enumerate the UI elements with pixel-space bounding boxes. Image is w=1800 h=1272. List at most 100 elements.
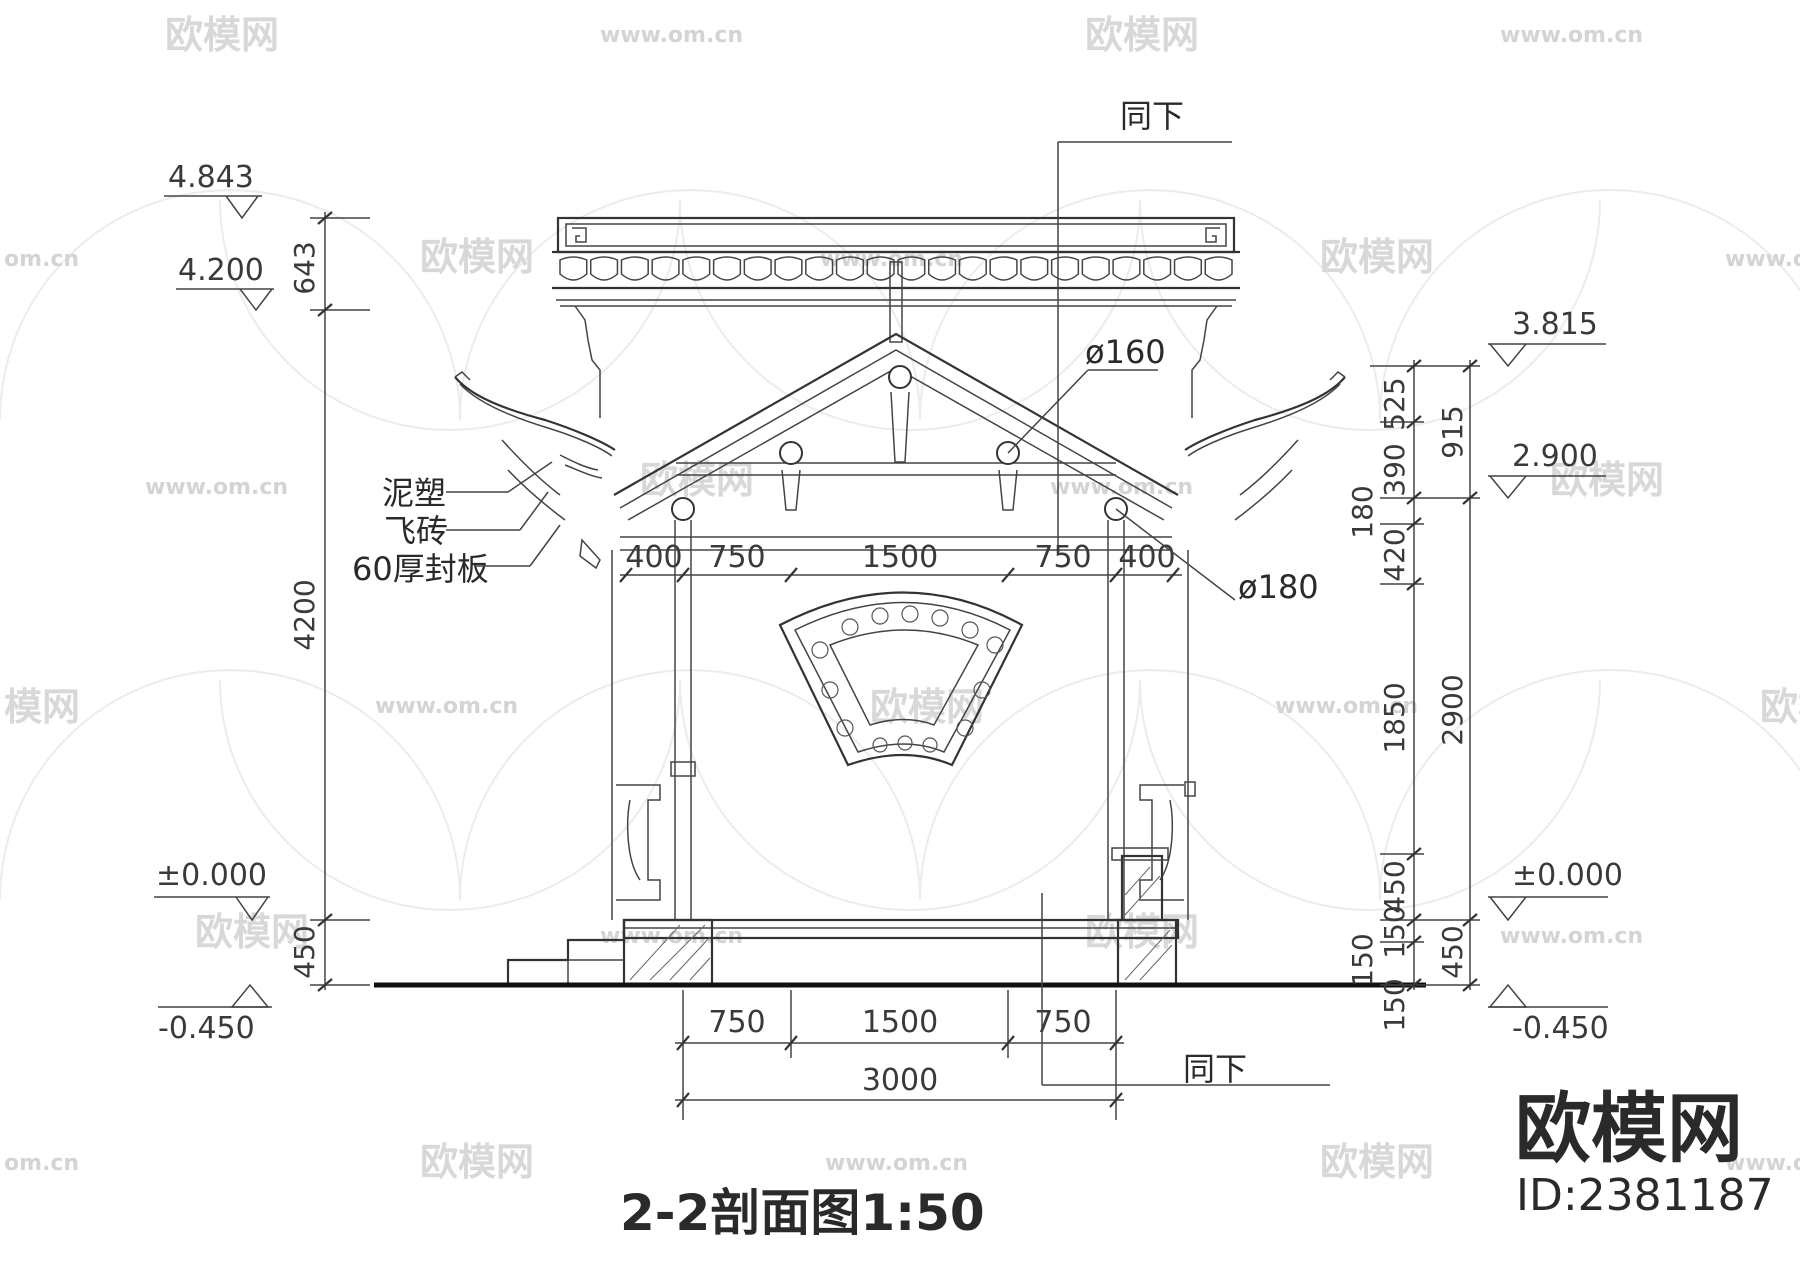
roof-tile xyxy=(620,256,649,281)
flying-eave-left-mid xyxy=(459,383,613,457)
dim-right-150-a: 150 xyxy=(1378,905,1411,958)
level-left-floor: ±0.000 xyxy=(154,858,270,922)
roof-tile xyxy=(835,256,865,281)
roof-tile xyxy=(866,256,895,281)
callout-layer: 同下 同下 ø160 ø180 泥塑 飞砖 60厚封板 xyxy=(352,97,1330,1088)
dim-right-390: 390 xyxy=(1378,443,1411,496)
fret-ornament-right xyxy=(1205,227,1220,243)
dim-left-4200: 4200 xyxy=(288,579,321,650)
strut-right xyxy=(998,469,1018,511)
watermark-url: www.om.cn xyxy=(1725,1151,1800,1176)
callout-same-as-below-bottom: 同下 xyxy=(1183,1050,1247,1088)
level-text-left-ground: -0.450 xyxy=(158,1011,255,1046)
level-text-3815: 3.815 xyxy=(1512,307,1598,342)
bench-right xyxy=(1139,784,1184,901)
watermark-logo-text: 欧模网 xyxy=(1085,13,1199,57)
roof-tile xyxy=(589,256,619,281)
brand-name: 欧模网 xyxy=(1515,1084,1743,1173)
callout-clay-sculpture: 泥塑 xyxy=(382,474,446,512)
roof-tile xyxy=(805,256,834,281)
dim-bottom-1500: 1500 xyxy=(862,1005,938,1040)
roof-tile xyxy=(774,256,803,281)
watermark-logo: 欧模网 xyxy=(165,13,279,57)
watermark-logo-text: 欧模网 xyxy=(165,13,279,57)
top-dim-ticks xyxy=(619,567,1180,583)
fan-window xyxy=(778,591,1024,767)
watermark-logo-text: 欧模网 xyxy=(1550,458,1664,502)
watermark-logo: 欧模网 xyxy=(420,235,534,279)
eave-bracket-left xyxy=(559,454,603,479)
roof-tile xyxy=(712,256,742,281)
fan-window-inner xyxy=(828,629,980,726)
pier-right-cap xyxy=(1111,847,1169,861)
flying-eave-left-end xyxy=(579,538,601,570)
dim-bottom-3000: 3000 xyxy=(862,1063,938,1098)
dim-top-750-right: 750 xyxy=(1034,540,1091,575)
dim-right-420: 420 xyxy=(1378,528,1411,581)
dim-bottom-750-left: 750 xyxy=(708,1005,765,1040)
dimension-layer: 643 4200 450 4.843 4.200 ±0.000 -0.450 xyxy=(154,160,1623,1120)
callout-sealing-board: 60厚封板 xyxy=(352,550,489,588)
purlin-ridge xyxy=(888,365,912,389)
level-text-left-floor: ±0.000 xyxy=(156,858,267,893)
bottom-dim-ticks xyxy=(676,1035,1123,1108)
dim-bottom-750-right: 750 xyxy=(1034,1005,1091,1040)
pavilion-section xyxy=(374,216,1426,988)
roof-tile xyxy=(989,256,1018,281)
column-capital-left xyxy=(670,761,696,777)
watermark-logo: 欧模网 xyxy=(870,685,984,729)
purlin-left-mid xyxy=(779,441,803,465)
bench-left xyxy=(616,784,661,901)
callout-diameter-160: ø160 xyxy=(1085,333,1166,371)
dim-left-643: 643 xyxy=(288,241,321,294)
watermark-url: www.om.cn xyxy=(1500,924,1643,949)
dim-right-915: 915 xyxy=(1436,405,1469,458)
bench-right-curve xyxy=(1159,799,1173,881)
dim-top-400-right: 400 xyxy=(1118,540,1175,575)
level-left-ground: -0.450 xyxy=(158,983,272,1046)
watermark-logo: 欧模网 xyxy=(1320,1140,1434,1184)
level-right-beam: 2.900 xyxy=(1488,439,1606,500)
fan-window-ornament xyxy=(811,605,1004,753)
flying-eave-right-lower xyxy=(1239,439,1299,496)
roof-tile xyxy=(1143,256,1172,281)
left-dim-ticks xyxy=(317,211,333,992)
watermark-logo-text: 欧模网 xyxy=(870,685,984,729)
watermark-partial-text: 模网 xyxy=(4,685,80,729)
watermark-url: om.cn xyxy=(4,247,79,272)
roof-tile xyxy=(682,256,711,281)
roof-tile xyxy=(1020,256,1049,281)
watermark-url: www.om.cn xyxy=(825,1151,968,1176)
column-cap-right-outer xyxy=(1184,781,1196,797)
roof-tile xyxy=(927,256,957,281)
level-text-right-ground: -0.450 xyxy=(1512,1011,1609,1046)
right-dim-ticks xyxy=(1406,359,1478,992)
roof-tile xyxy=(897,256,926,281)
roof-tile xyxy=(651,256,680,281)
watermark-logo-text: 欧模网 xyxy=(1085,910,1199,954)
fan-window-outer xyxy=(778,591,1024,767)
level-right-ground: -0.450 xyxy=(1488,983,1609,1046)
dim-right-450: 450 xyxy=(1378,860,1411,913)
bench-left-curve xyxy=(627,799,641,881)
watermark-url: www.om.cn xyxy=(1275,694,1418,719)
fan-window-mid xyxy=(793,601,1012,753)
flying-eave-right-lower-2 xyxy=(1234,469,1293,521)
watermark-logo: 欧模网 xyxy=(1085,910,1199,954)
watermark-url: www.om.cn xyxy=(600,23,743,48)
watermark-url: www.om.cn xyxy=(145,475,288,500)
flying-eave-left-top xyxy=(454,376,616,451)
right-ext-lines xyxy=(1370,365,1480,986)
callout-leader-board xyxy=(529,524,561,567)
roof-tile xyxy=(1112,256,1141,281)
flying-eave-left-lower xyxy=(501,439,561,496)
roof-tile xyxy=(958,256,987,281)
roof-slope-inner xyxy=(619,349,1173,509)
hatch-left xyxy=(629,924,711,981)
callout-leader-clay xyxy=(507,461,553,493)
fret-ornament-left xyxy=(572,227,587,243)
watermark-logo: 欧模网 xyxy=(420,1140,534,1184)
roof-tile xyxy=(559,256,588,281)
dim-top-1500: 1500 xyxy=(862,540,938,575)
